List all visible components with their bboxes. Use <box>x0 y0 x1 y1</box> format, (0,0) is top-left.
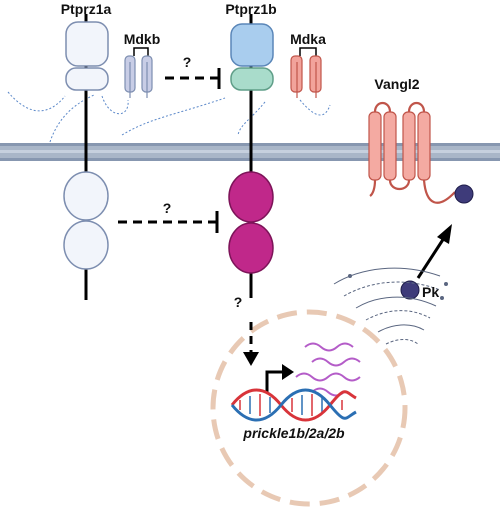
pk-protein-icon-bound <box>454 184 474 204</box>
pk-label: Pk <box>422 284 439 300</box>
extracellular-matrix-lines <box>7 91 331 143</box>
mdkb-ligand <box>124 47 153 98</box>
mrna-icon <box>295 342 361 397</box>
mdka-ligand <box>290 47 322 98</box>
inhibition-arrow-intracellular <box>118 211 219 233</box>
nucleus-icon <box>210 309 408 507</box>
vangl2-transmembrane-icon <box>368 101 456 204</box>
dna-helix-icon <box>230 388 357 422</box>
ptprz1a-label: Ptprz1a <box>61 1 112 17</box>
pk-translocation-arrow <box>416 224 452 279</box>
ptprz1a-receptor <box>63 14 109 300</box>
inhibition-arrow-extracellular <box>165 68 221 89</box>
golgi-icon <box>333 267 448 345</box>
ptprz1b-receptor <box>228 14 274 298</box>
transcription-arrow-icon <box>265 364 294 392</box>
unknown-mark-nuclear: ? <box>234 294 243 310</box>
unknown-mark-extracellular: ? <box>183 54 192 70</box>
gene-label: prickle1b/2a/2b <box>242 425 345 441</box>
unknown-mark-intracellular: ? <box>163 200 172 216</box>
vangl2-label: Vangl2 <box>374 76 419 92</box>
activation-arrow-to-nucleus <box>243 322 259 366</box>
ptprz1b-label: Ptprz1b <box>225 1 276 17</box>
mdka-label: Mdka <box>290 31 326 47</box>
mdkb-label: Mdkb <box>124 31 161 47</box>
pk-protein-icon <box>400 280 420 300</box>
